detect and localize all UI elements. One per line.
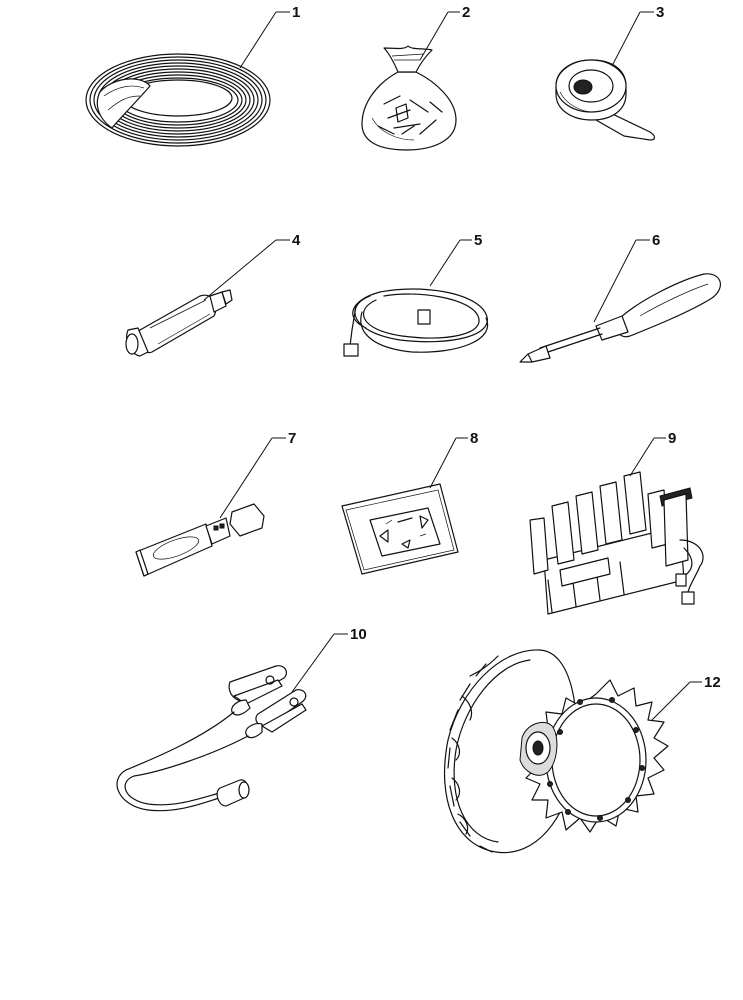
callout-6: 6 [652,232,660,249]
callout-12: 12 [704,674,721,691]
callout-3: 3 [656,4,664,21]
spiked-wheel-icon [444,649,669,854]
heatsink-icon [529,471,704,615]
battery-clamps-icon [116,665,307,812]
instruction-card-icon [341,483,459,575]
pegs-bag-icon [361,45,457,151]
callout-2: 2 [462,4,470,21]
callout-9: 9 [668,430,676,447]
tape-roll-icon [555,59,656,141]
wire-coil-icon [85,53,271,147]
screwdriver-icon [519,273,721,363]
callout-10: 10 [350,626,367,643]
callout-7: 7 [288,430,296,447]
usb-stick-icon [135,503,265,577]
callout-5: 5 [474,232,482,249]
callout-8: 8 [470,430,478,447]
callout-4: 4 [292,232,301,249]
wire-connector-icon [125,289,233,357]
flat-cable-icon [343,288,489,357]
callout-1: 1 [292,4,300,21]
